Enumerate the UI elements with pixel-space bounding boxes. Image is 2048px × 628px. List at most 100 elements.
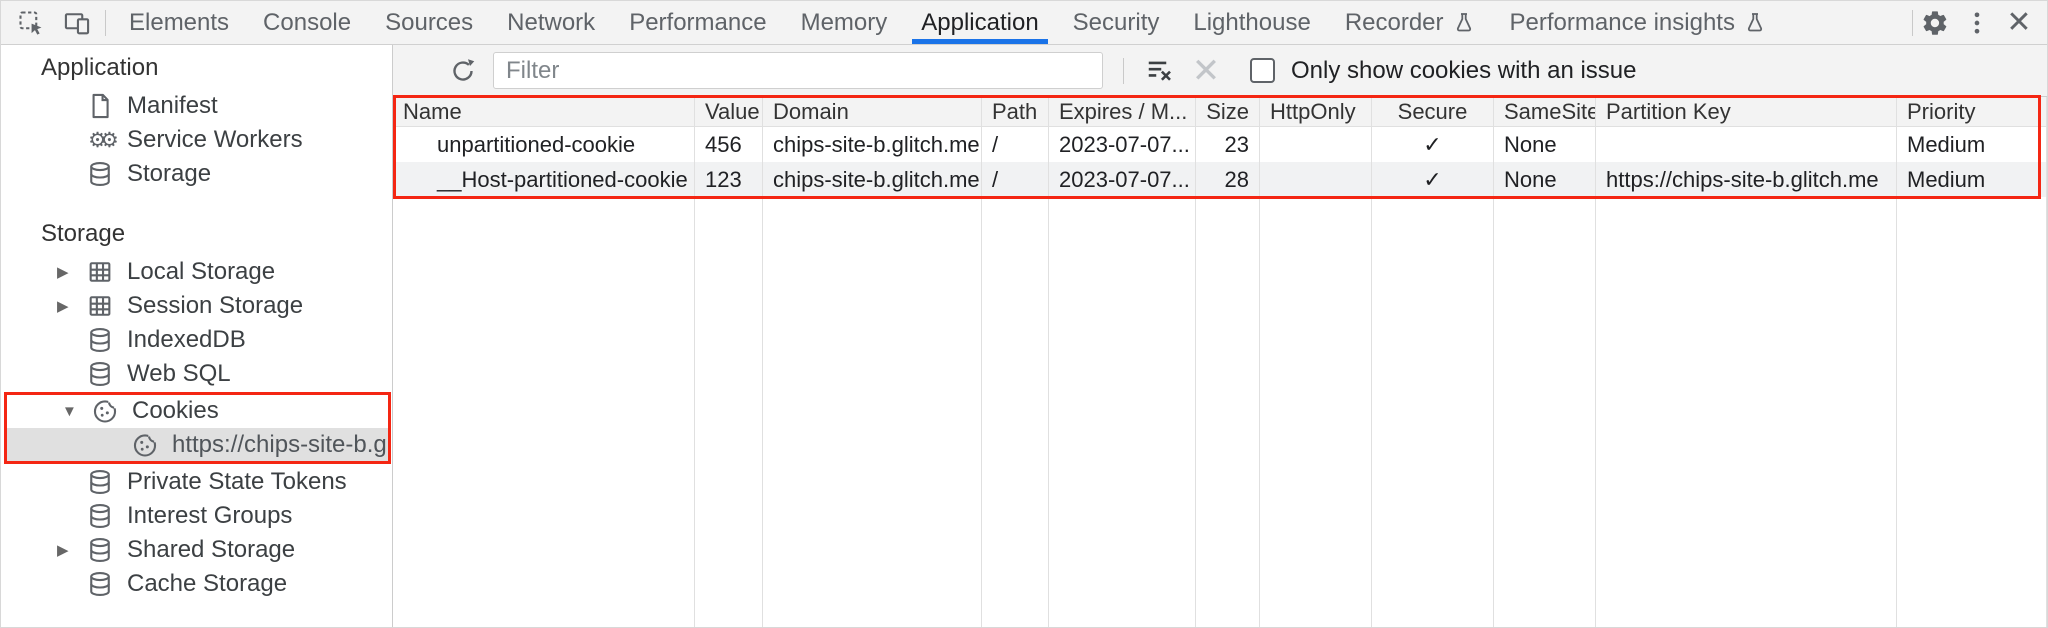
cookie-row-0-cell-domain[interactable]: chips-site-b.glitch.me [763, 127, 982, 162]
sidebar-item-shared-storage[interactable]: ▶Shared Storage [1, 533, 392, 567]
tab-recorder[interactable]: Recorder [1328, 1, 1493, 44]
cookie-row-0-cell-partition-key[interactable] [1596, 127, 1897, 162]
cookie-row-0-cell-priority[interactable]: Medium [1897, 127, 2047, 162]
filter-input[interactable] [493, 52, 1103, 89]
tree-arrow-collapsed-icon[interactable]: ▶ [57, 542, 69, 559]
tab-sources[interactable]: Sources [368, 1, 490, 44]
cookie-row-0-cell-secure[interactable]: ✓ [1372, 127, 1494, 162]
tab-lighthouse[interactable]: Lighthouse [1176, 1, 1327, 44]
tab-performance-insights[interactable]: Performance insights [1493, 1, 1784, 44]
tab-console[interactable]: Console [246, 1, 368, 44]
tab-application[interactable]: Application [904, 1, 1055, 44]
cookie-row-0-cell-path[interactable]: / [982, 127, 1049, 162]
refresh-icon[interactable] [447, 55, 479, 87]
sidebar-item-interest-groups[interactable]: Interest Groups [1, 499, 392, 533]
tabbar-right-icons: ✕ [1919, 1, 2047, 44]
cookie-row-1-cell-path[interactable]: / [982, 162, 1049, 197]
tab-elements[interactable]: Elements [112, 1, 246, 44]
cookie-row-0-cell-value[interactable]: 456 [695, 127, 763, 162]
cookie-row-1-cell-domain[interactable]: chips-site-b.glitch.me [763, 162, 982, 197]
tab-label: Memory [800, 8, 888, 36]
tree-arrow-collapsed-icon[interactable]: ▶ [57, 264, 69, 281]
cookie-row-1-cell-httponly[interactable] [1260, 162, 1372, 197]
header-cell-partition-key[interactable]: Partition Key [1596, 97, 1897, 127]
cookie-row-1-cell-size[interactable]: 28 [1196, 162, 1260, 197]
cookie-row-1-cell-expires-m[interactable]: 2023-07-07... [1049, 162, 1196, 197]
tree-arrow-collapsed-icon[interactable]: ▶ [57, 298, 69, 315]
issues-checkbox[interactable] [1250, 58, 1275, 83]
cookie-row-1-cell-priority[interactable]: Medium [1897, 162, 2047, 197]
grid-filler-cell [1596, 197, 1897, 627]
close-glyph: ✕ [2006, 5, 2032, 39]
sidebar-section-storage: Storage [41, 220, 126, 247]
sidebar-item-label: Local Storage [127, 258, 276, 285]
cookie-row-0-cell-samesite[interactable]: None [1494, 127, 1596, 162]
sidebar-item-indexeddb[interactable]: IndexedDB [1, 323, 392, 357]
tab-security[interactable]: Security [1056, 1, 1177, 44]
sidebar-item-https-chips-site-b-glitch-me[interactable]: https://chips-site-b.glitch.me [6, 428, 392, 462]
delete-icon[interactable]: ✕ [1190, 51, 1222, 90]
database-icon [85, 359, 115, 389]
gear-icon[interactable] [1919, 7, 1951, 39]
header-cell-domain[interactable]: Domain [763, 97, 982, 127]
tab-performance[interactable]: Performance [612, 1, 783, 44]
cookie-icon [130, 430, 160, 460]
device-toolbar-icon[interactable] [61, 7, 93, 39]
cookie-row-0-cell-name[interactable]: unpartitioned-cookie [393, 127, 695, 162]
grid-filler-cell [393, 197, 695, 627]
sidebar-section-application: Application [41, 54, 159, 81]
header-cell-secure[interactable]: Secure [1372, 97, 1494, 127]
header-cell-samesite[interactable]: SameSite [1494, 97, 1596, 127]
tabbar-divider [105, 9, 106, 36]
sidebar-item-cache-storage[interactable]: Cache Storage [1, 567, 392, 601]
sidebar-item-label: Manifest [127, 92, 218, 119]
cookie-row-1-cell-partition-key[interactable]: https://chips-site-b.glitch.me [1596, 162, 1897, 197]
kebab-menu-icon[interactable] [1961, 7, 1993, 39]
cookie-row-1-cell-name[interactable]: __Host-partitioned-cookie [393, 162, 695, 197]
sidebar-item-label: https://chips-site-b.glitch.me [172, 431, 393, 458]
tab-memory[interactable]: Memory [784, 1, 905, 44]
close-icon[interactable]: ✕ [2003, 7, 2035, 39]
grid-filler-cell [763, 197, 982, 627]
sidebar-item-label: Interest Groups [127, 502, 293, 529]
flask-icon [1456, 12, 1471, 31]
header-cell-name[interactable]: Name [393, 97, 695, 127]
database-icon [85, 467, 115, 497]
sidebar-item-session-storage[interactable]: ▶Session Storage [1, 289, 392, 323]
header-cell-expires-m[interactable]: Expires / M... [1049, 97, 1196, 127]
tab-network[interactable]: Network [490, 1, 612, 44]
cookie-row-0-cell-expires-m[interactable]: 2023-07-07... [1049, 127, 1196, 162]
table-icon [85, 291, 115, 321]
cookie-row-1-cell-secure[interactable]: ✓ [1372, 162, 1494, 197]
sidebar-item-service-workers[interactable]: ⚙⚙Service Workers [1, 123, 392, 157]
delete-glyph: ✕ [1191, 51, 1221, 90]
header-cell-size[interactable]: Size [1196, 97, 1260, 127]
cookie-row-1-cell-samesite[interactable]: None [1494, 162, 1596, 197]
header-cell-value[interactable]: Value [695, 97, 763, 127]
grid-filler-cell [982, 197, 1049, 627]
sidebar-item-label: Cookies [132, 397, 219, 424]
sidebar-item-web-sql[interactable]: Web SQL [1, 357, 392, 391]
sidebar-item-label: Cache Storage [127, 570, 288, 597]
sidebar-item-cookies[interactable]: ▼ Cookies [6, 394, 389, 428]
tab-label: Lighthouse [1193, 8, 1311, 36]
grid-filler-cell [695, 197, 763, 627]
sidebar-item-manifest[interactable]: Manifest [1, 89, 392, 123]
sidebar-highlight-box: ▼ Cookies https://chips-site-b.glitch.me [4, 392, 392, 464]
cookie-row-0-cell-httponly[interactable] [1260, 127, 1372, 162]
inspect-icon[interactable] [15, 7, 47, 39]
sidebar-item-local-storage[interactable]: ▶ Local Storage [1, 255, 392, 289]
service-worker-icon: ⚙⚙ [88, 128, 119, 152]
header-cell-path[interactable]: Path [982, 97, 1049, 127]
header-cell-priority[interactable]: Priority [1897, 97, 2047, 127]
cookie-row-0-cell-size[interactable]: 23 [1196, 127, 1260, 162]
clear-filter-icon[interactable] [1144, 55, 1176, 87]
header-cell-httponly[interactable]: HttpOnly [1260, 97, 1372, 127]
cookie-row-1-cell-value[interactable]: 123 [695, 162, 763, 197]
sidebar-item-private-state-tokens[interactable]: Private State Tokens [1, 465, 392, 499]
sidebar-item-storage[interactable]: Storage [1, 157, 392, 191]
tabbar-left-icons [1, 1, 99, 44]
tree-arrow-expanded-icon[interactable]: ▼ [62, 402, 77, 420]
